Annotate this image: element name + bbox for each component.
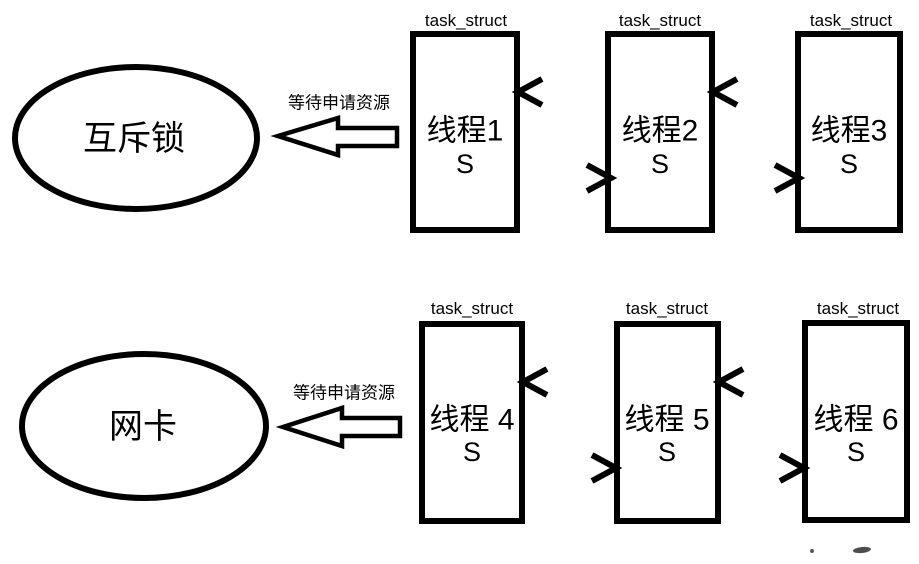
nic-ellipse xyxy=(19,351,269,501)
task-struct-title-6: task_struct xyxy=(817,299,899,318)
wait-request-block-arrow-bottom xyxy=(275,404,403,450)
next-link-arrowhead-thread4-thread5 xyxy=(590,452,623,484)
task-struct-title-3: task_struct xyxy=(810,11,892,30)
watermark-remnant-dot xyxy=(810,549,814,553)
thread2-name: 线程2 xyxy=(622,115,699,148)
nic-label: 网卡 xyxy=(109,408,177,446)
next-link-arrowhead-thread2-thread3 xyxy=(773,162,806,194)
task-struct-title-1: task_struct xyxy=(425,11,507,30)
thread2-state: S xyxy=(651,149,669,179)
task-struct-title-2: task_struct xyxy=(619,11,701,30)
thread1-state: S xyxy=(456,149,474,179)
prev-link-arrowhead-thread2-thread1 xyxy=(511,76,544,108)
watermark-remnant-dash xyxy=(853,546,871,554)
next-link-arrowhead-thread5-thread6 xyxy=(778,452,811,484)
next-link-arrowhead-thread1-thread2 xyxy=(585,162,618,194)
prev-link-arrowhead-thread5-thread4 xyxy=(516,366,549,398)
task-struct-box-thread2 xyxy=(605,31,715,233)
wait-request-block-arrow-top xyxy=(270,114,400,159)
thread5-state: S xyxy=(658,437,676,467)
thread3-state: S xyxy=(840,149,858,179)
mutex-label: 互斥锁 xyxy=(83,120,185,158)
prev-link-arrowhead-thread3-thread2 xyxy=(706,76,739,108)
prev-link-arrowhead-thread6-thread5 xyxy=(712,366,745,398)
thread1-name: 线程1 xyxy=(427,115,504,148)
task-struct-box-thread4 xyxy=(419,321,525,524)
mutex-ellipse xyxy=(12,64,260,212)
task-struct-title-5: task_struct xyxy=(626,299,708,318)
thread6-name: 线程 6 xyxy=(813,404,898,437)
thread4-name: 线程 4 xyxy=(429,404,514,437)
task-struct-box-thread5 xyxy=(614,321,721,524)
wait-arrow-label-top: 等待申请资源 xyxy=(288,94,390,113)
thread5-name: 线程 5 xyxy=(624,404,709,437)
task-struct-box-thread6 xyxy=(802,320,910,523)
thread4-state: S xyxy=(463,437,481,467)
task-struct-box-thread3 xyxy=(795,31,903,233)
thread6-state: S xyxy=(847,437,865,467)
wait-arrow-label-bottom: 等待申请资源 xyxy=(293,384,395,403)
task-struct-box-thread1 xyxy=(410,31,520,233)
task-struct-title-4: task_struct xyxy=(431,299,513,318)
thread3-name: 线程3 xyxy=(811,115,888,148)
